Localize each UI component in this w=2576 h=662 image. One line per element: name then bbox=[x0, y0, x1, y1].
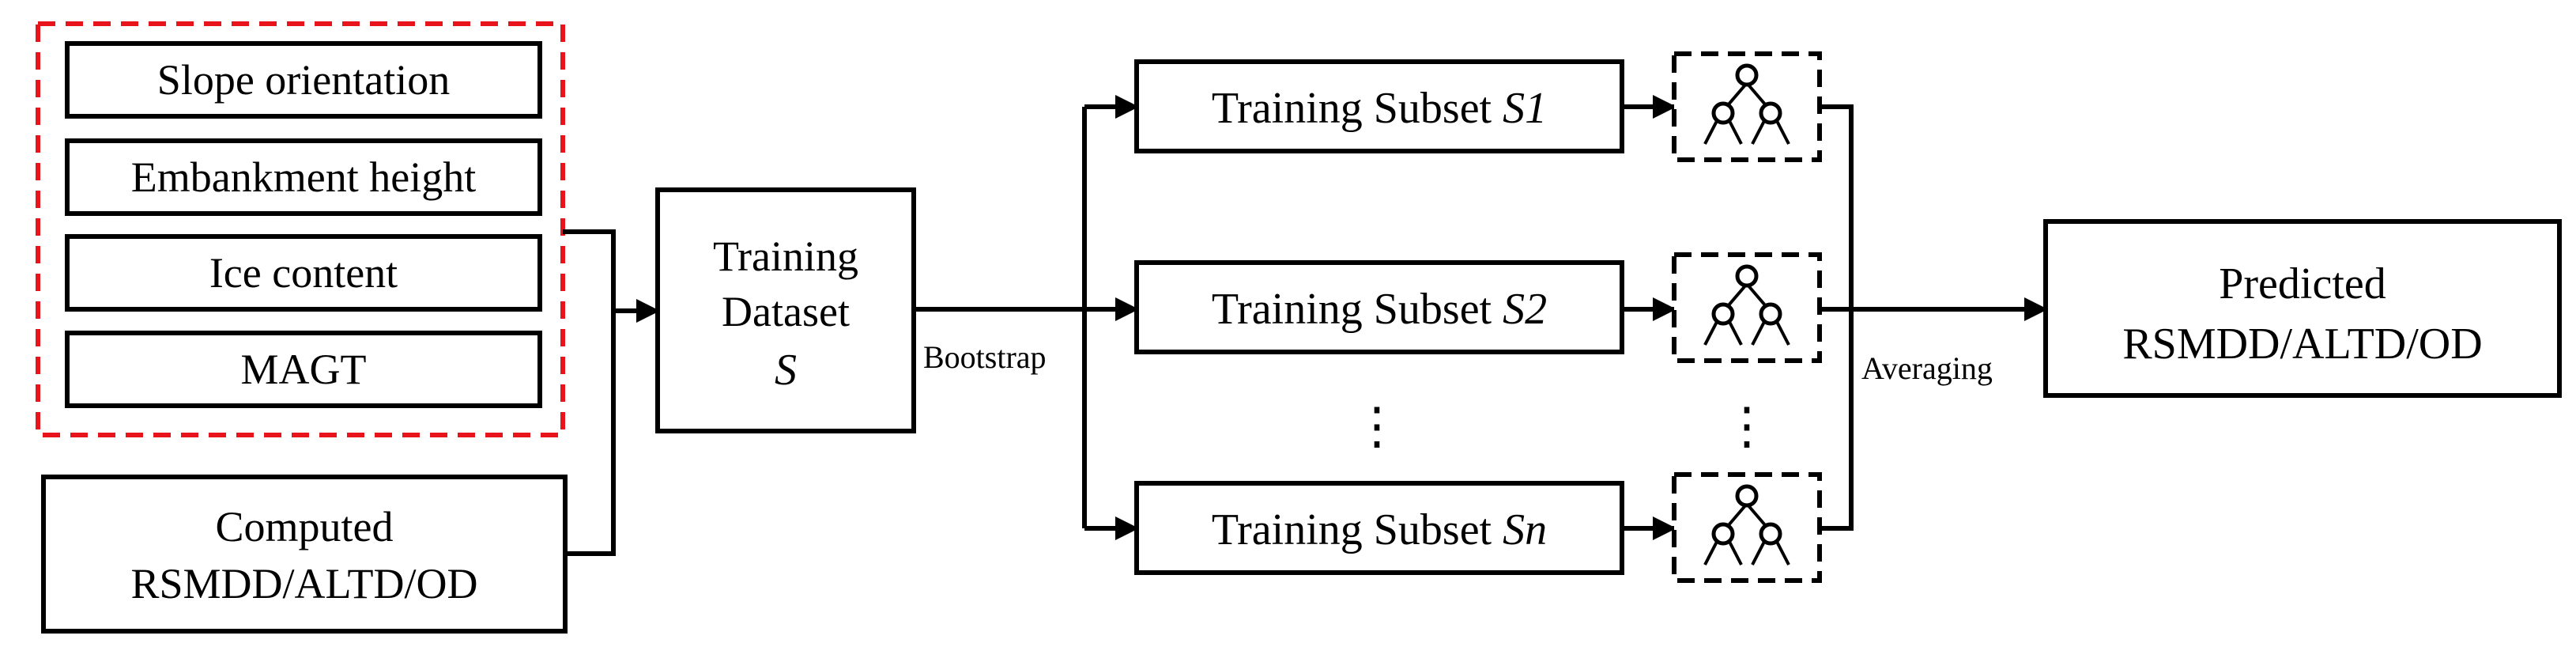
tree-ellipsis: ⋮ bbox=[1722, 398, 1772, 454]
predicted-output-box bbox=[2043, 219, 2562, 398]
training-subset-label-s1: Training Subset S1 bbox=[1212, 84, 1547, 133]
subset-ellipsis: ⋮ bbox=[1352, 398, 1402, 454]
training-dataset-line2: Dataset bbox=[722, 288, 850, 335]
predicted-output-line1: Predicted bbox=[2219, 259, 2386, 308]
decision-tree-icon bbox=[1672, 472, 1822, 583]
training-subset-label-sn: Training Subset Sn bbox=[1212, 505, 1547, 554]
training-dataset-line1: Training bbox=[713, 233, 858, 280]
feature-label-embankment-height: Embankment height bbox=[131, 153, 476, 201]
training-subset-prefix: Training Subset bbox=[1212, 505, 1503, 554]
training-subset-symbol: Sn bbox=[1503, 505, 1547, 554]
feature-connector bbox=[563, 229, 616, 556]
training-subset-prefix: Training Subset bbox=[1212, 285, 1503, 334]
averaging-label: Averaging bbox=[1861, 350, 1993, 386]
computed-box bbox=[41, 475, 568, 634]
feature-box-magt bbox=[65, 331, 542, 408]
predicted-output-line2: RSMDD/ALTD/OD bbox=[2122, 320, 2482, 369]
feature-box-slope-orientation bbox=[65, 41, 542, 119]
training-subset-symbol: S2 bbox=[1503, 285, 1547, 334]
training-subset-symbol: S1 bbox=[1503, 84, 1547, 133]
feature-box-embankment-height bbox=[65, 138, 542, 216]
computed-label-line1: Computed bbox=[216, 503, 394, 550]
averaging-connector bbox=[1820, 104, 1854, 531]
feature-label-ice-content: Ice content bbox=[209, 249, 398, 297]
decision-tree-icon bbox=[1672, 252, 1822, 363]
computed-label-line2: RSMDD/ALTD/OD bbox=[130, 560, 477, 607]
feature-label-slope-orientation: Slope orientation bbox=[157, 56, 450, 104]
feature-label-magt: MAGT bbox=[241, 346, 367, 393]
training-subset-prefix: Training Subset bbox=[1212, 84, 1503, 133]
training-subset-box-s2 bbox=[1134, 260, 1624, 354]
bootstrap-label: Bootstrap bbox=[923, 339, 1047, 375]
training-dataset-symbol: S bbox=[775, 346, 797, 395]
decision-tree-icon bbox=[1672, 51, 1822, 162]
training-subset-label-s2: Training Subset S2 bbox=[1212, 285, 1547, 334]
feature-box-ice-content bbox=[65, 234, 542, 312]
training-subset-box-sn bbox=[1134, 481, 1624, 575]
